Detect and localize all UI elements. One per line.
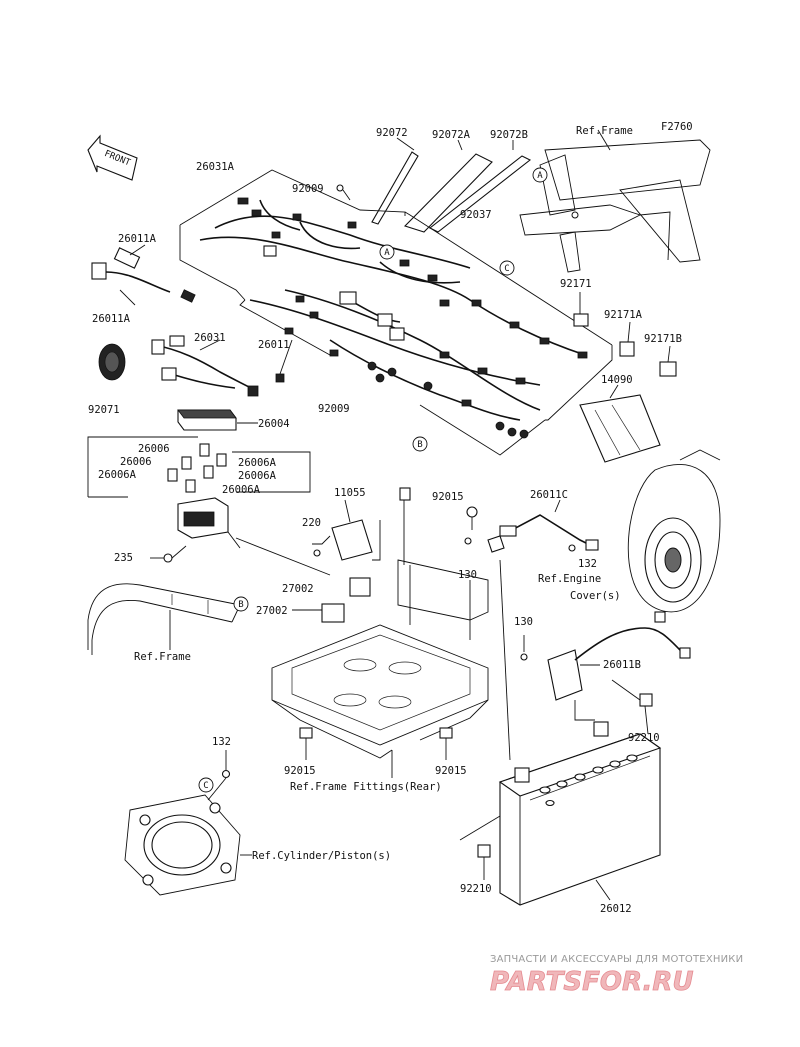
part-label-26006A-4: 26006A	[222, 484, 261, 496]
front-arrow-icon: FRONT	[87, 134, 138, 181]
part-label-92210-bottom: 92210	[460, 883, 492, 895]
svg-text:C: C	[203, 781, 208, 791]
svg-text:B: B	[238, 600, 243, 610]
svg-text:A: A	[537, 171, 543, 181]
part-label-27002-1: 27002	[282, 583, 314, 595]
fuse-group	[87, 436, 311, 549]
part-label-130-mid: 130	[458, 569, 477, 581]
part-label-92015-bl: 92015	[284, 765, 316, 777]
svg-text:A: A	[384, 248, 390, 258]
clamps-92171	[573, 292, 677, 377]
ref-engine-cover-line2: Cover(s)	[570, 590, 621, 602]
part-label-26012: 26012	[600, 903, 632, 915]
part-label-220: 220	[302, 517, 321, 529]
part-label-92171: 92171	[560, 278, 592, 290]
part-label-92015-br: 92015	[435, 765, 467, 777]
relays-27002	[292, 577, 371, 623]
sub-harness-26011A	[91, 244, 196, 306]
part-label-14090: 14090	[601, 374, 633, 386]
part-label-26031A: 26031A	[196, 161, 235, 173]
ref-engine-cover-line1: Ref.Engine	[538, 573, 601, 585]
watermark-tagline: ЗАПЧАСТИ И АКСЕССУАРЫ ДЛЯ МОТОТЕХНИКИ	[490, 954, 743, 965]
cylinder-head	[124, 750, 252, 896]
part-label-26011A-top: 26011A	[118, 233, 157, 245]
part-label-92037: 92037	[460, 209, 492, 221]
callout-c-1: C	[499, 260, 515, 276]
bolt-235	[150, 545, 187, 563]
part-label-26006A-3: 26006A	[238, 470, 277, 482]
diagram-code: F2760	[661, 121, 693, 133]
cover-14090	[579, 384, 661, 463]
part-label-92009-top: 92009	[292, 183, 324, 195]
ref-cylinder: Ref.Cylinder/Piston(s)	[252, 850, 391, 862]
part-label-92009-mid: 92009	[318, 403, 350, 415]
part-label-26006-2: 26006	[120, 456, 152, 468]
ref-frame-fittings: Ref.Frame Fittings(Rear)	[290, 781, 442, 793]
battery-tray	[271, 487, 511, 778]
engine-cover	[627, 449, 721, 613]
part-label-26011B: 26011B	[603, 659, 641, 671]
part-label-92210-right: 92210	[628, 732, 660, 744]
part-label-11055: 11055	[334, 487, 366, 499]
part-label-132-left: 132	[212, 736, 231, 748]
part-label-92171B: 92171B	[644, 333, 682, 345]
part-label-92072: 92072	[376, 127, 408, 139]
cable-ties	[336, 137, 532, 233]
bracket-11055	[235, 499, 381, 576]
part-label-27002-2: 27002	[256, 605, 288, 617]
part-label-26011A-bottom: 26011A	[92, 313, 131, 325]
part-label-92015-top: 92015	[432, 491, 464, 503]
frame-left	[87, 583, 241, 655]
ref-frame-top: Ref.Frame	[576, 125, 633, 137]
grommet-92071	[98, 343, 126, 381]
main-harness	[179, 169, 613, 456]
svg-text:B: B	[417, 440, 422, 450]
part-label-26006-1: 26006	[138, 443, 170, 455]
part-label-26004: 26004	[258, 418, 290, 430]
cable-26011B	[520, 611, 691, 721]
svg-text:C: C	[504, 264, 509, 274]
frame-top-right	[519, 129, 711, 273]
part-label-26006A-1: 26006A	[238, 457, 277, 469]
battery-26012	[498, 721, 662, 906]
callout-a-2: A	[532, 167, 548, 183]
part-label-132-mid: 132	[578, 558, 597, 570]
part-label-26011C: 26011C	[530, 489, 568, 501]
cable-26011C	[464, 499, 599, 553]
part-label-92171A: 92171A	[604, 309, 643, 321]
part-label-26011: 26011	[258, 339, 290, 351]
relay-box-26004	[177, 409, 258, 431]
sub-harness-26031	[151, 335, 259, 397]
part-label-92071: 92071	[88, 404, 120, 416]
callout-a-1: A	[379, 244, 395, 260]
part-label-26031: 26031	[194, 332, 226, 344]
part-label-92072B: 92072B	[490, 129, 528, 141]
part-label-26006A-2: 26006A	[98, 469, 137, 481]
ref-frame-left: Ref.Frame	[134, 651, 191, 663]
callout-c-2: C	[198, 777, 214, 793]
callout-b-1: B	[412, 436, 428, 452]
callout-b-2: B	[233, 596, 249, 612]
part-label-92072A: 92072A	[432, 129, 471, 141]
watermark-logo: PARTSFOR.RU	[490, 967, 693, 997]
part-label-235: 235	[114, 552, 133, 564]
part-label-130-right: 130	[514, 616, 533, 628]
